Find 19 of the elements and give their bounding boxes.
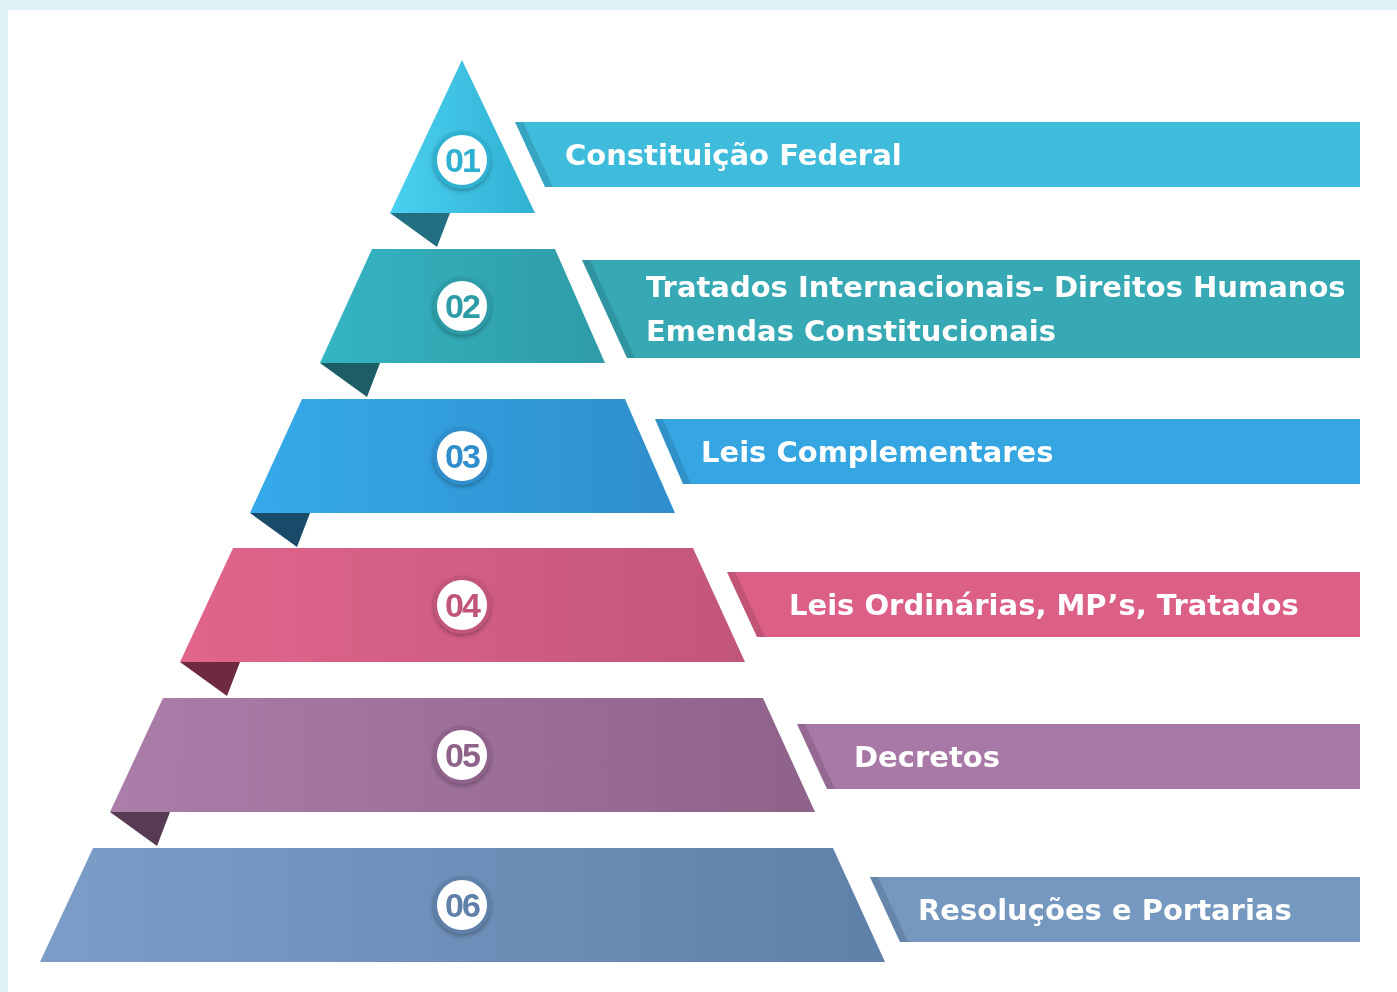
banner-text: Leis Ordinárias, MP’s, Tratados — [789, 587, 1299, 622]
pyramid-tier — [40, 848, 885, 962]
banner-text: Leis Complementares — [701, 434, 1054, 469]
pyramid-tier — [250, 399, 675, 547]
pyramid-tier — [320, 249, 605, 397]
pyramid-tier — [110, 698, 815, 846]
banner-text: Constituição Federal — [565, 137, 902, 172]
banner-text: Decretos — [854, 739, 1000, 774]
label-banner — [797, 724, 1360, 789]
label-banner — [515, 122, 1360, 187]
banner-text: Resoluções e Portarias — [918, 892, 1292, 927]
label-banner — [870, 877, 1360, 942]
label-banner — [655, 419, 1360, 484]
label-banner — [727, 572, 1360, 637]
banner-text: Tratados Internacionais- Direitos Humanos — [646, 270, 1346, 304]
label-banner — [582, 260, 1360, 358]
banner-text: Emendas Constitucionais — [646, 314, 1056, 348]
pyramid-tier — [390, 60, 535, 247]
pyramid-tier — [180, 548, 745, 696]
